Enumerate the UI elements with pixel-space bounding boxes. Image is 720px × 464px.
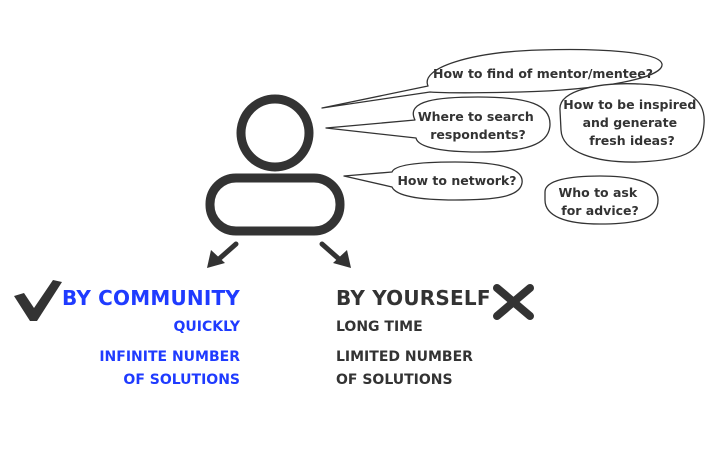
yourself-speed: LONG TIME [336,319,423,335]
yourself-solutions-line2: OF SOLUTIONS [336,372,453,388]
checkmark-icon [14,280,62,321]
arrow-right-down-icon [319,241,351,268]
bubble-text-network: How to network? [397,173,516,188]
bubble-text-respondents: Where to search respondents? [418,109,538,142]
speech-bubble-inspired: How to be inspired and generate fresh id… [559,83,705,163]
speech-bubble-mentor: How to find of mentor/mentee? [321,48,663,109]
yourself-heading: BY YOURSELF [336,286,491,310]
bubble-text-advice: Who to ask for advice? [558,185,641,218]
community-heading: BY COMMUNITY [61,286,240,310]
cross-icon [493,284,534,320]
community-speed: QUICKLY [173,319,240,335]
bubble-text-inspired: How to be inspired and generate fresh id… [563,97,700,148]
speech-bubble-advice: Who to ask for advice? [544,175,659,225]
bubble-text-mentor: How to find of mentor/mentee? [433,66,653,81]
yourself-solutions-line1: LIMITED NUMBER [336,349,473,365]
arrow-left-down-icon [207,241,239,268]
person-icon [205,94,345,236]
community-solutions-line1: INFINITE NUMBER [99,349,240,365]
speech-bubble-respondents: Where to search respondents? [325,96,551,153]
speech-bubble-network: How to network? [343,161,523,201]
community-solutions-line2: OF SOLUTIONS [123,372,240,388]
